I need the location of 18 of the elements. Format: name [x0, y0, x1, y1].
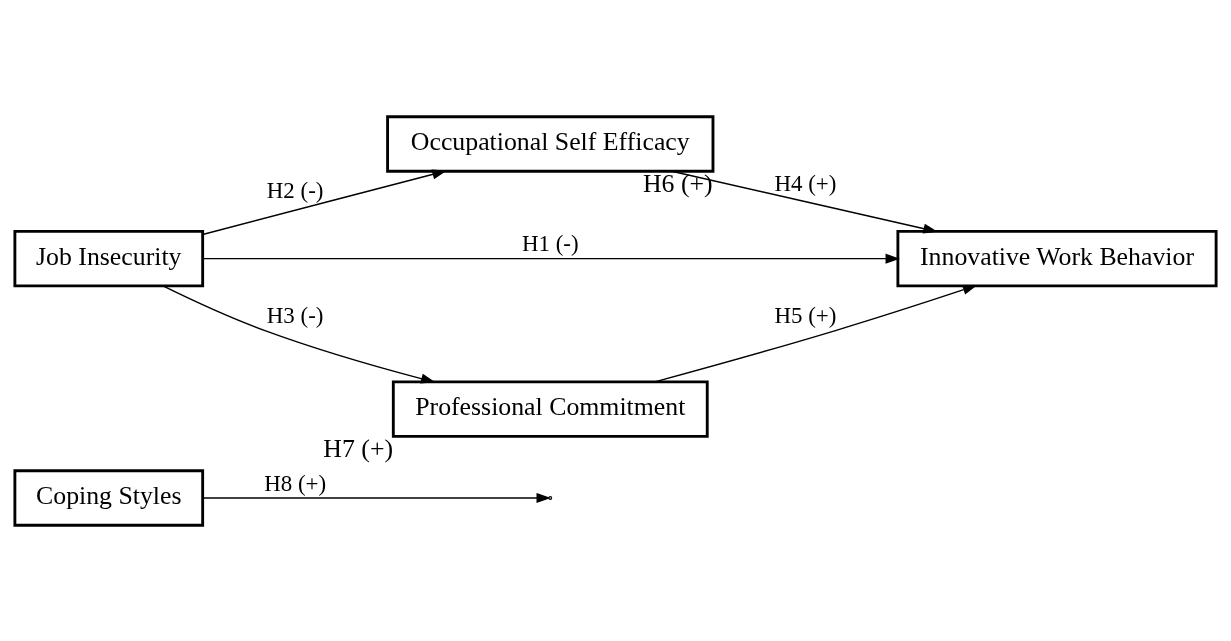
edge-label: H2 (-)	[266, 177, 324, 203]
edge-label: H4 (+)	[774, 170, 837, 196]
node-box: Professional Commitment	[391, 380, 709, 438]
arrow	[202, 492, 551, 503]
arrow	[202, 168, 447, 235]
arrow	[671, 170, 938, 234]
node-box: Innovative Work Behavior	[896, 229, 1218, 287]
arrow	[654, 284, 978, 383]
arrow	[162, 284, 436, 384]
node-box: Coping Styles	[13, 468, 205, 527]
edge-label: H3 (-)	[266, 302, 324, 328]
edge-label: H1 (-)	[521, 230, 579, 256]
node-box: Job Insecurity	[13, 229, 205, 287]
node-label: H7 (+)	[323, 433, 394, 463]
edge-label: H8 (+)	[264, 470, 327, 496]
arrow	[202, 253, 900, 264]
node-box: Occupational Self Efficacy	[386, 114, 715, 173]
edge-label: H5 (+)	[774, 302, 837, 328]
